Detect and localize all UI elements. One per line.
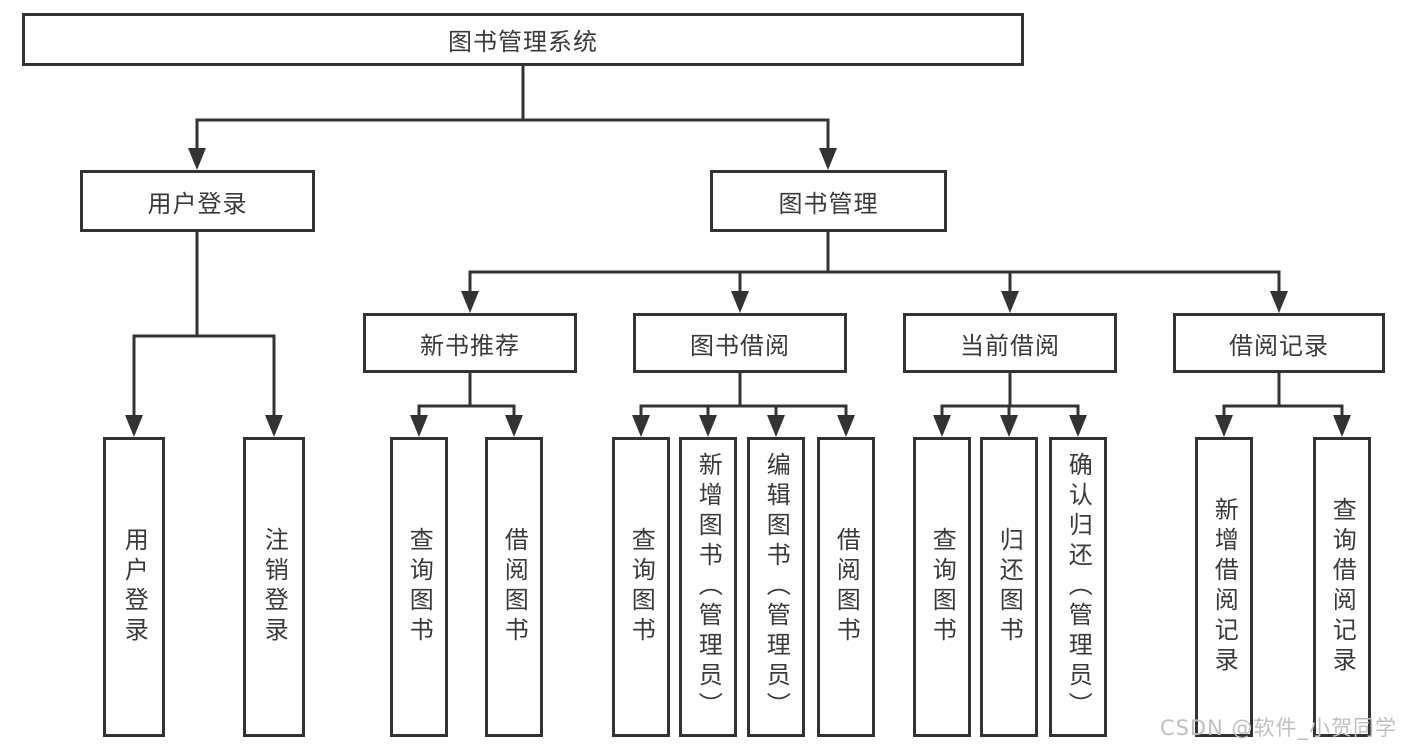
node-book-borrowing: 图书借阅 [633,313,847,373]
node-label: 新书推荐 [420,331,520,360]
node-label: 当前借阅 [960,331,1060,360]
leaf-query-borrow-record: 查询借阅记录 [1313,437,1371,737]
node-label: 注销登录 [260,527,289,647]
leaf-confirm-return-admin: 确认归还（管理员） [1049,437,1107,737]
node-label: 编辑图书（管理员） [762,452,791,722]
node-label: 新增借阅记录 [1210,497,1239,677]
node-borrowing-records: 借阅记录 [1173,313,1385,373]
node-label: 用户登录 [147,189,248,218]
node-label: 图书借阅 [690,331,790,360]
node-label: 借阅图书 [500,527,529,647]
node-user-login: 用户登录 [80,170,315,232]
connector-borrowing-to-leaves [632,373,855,437]
leaf-user-login: 用户登录 [103,437,165,737]
node-label: 借阅记录 [1229,331,1329,360]
leaf-add-borrow-record: 新增借阅记录 [1195,437,1253,737]
connector-root-to-level2 [188,66,837,170]
leaf-query-books-current: 查询图书 [913,437,971,737]
leaf-query-books-borrowing: 查询图书 [612,437,670,737]
leaf-return-books: 归还图书 [980,437,1038,737]
node-label: 用户登录 [120,527,149,647]
node-label: 查询图书 [405,527,434,647]
node-root-system: 图书管理系统 [22,13,1024,66]
node-book-management: 图书管理 [710,170,947,232]
connector-book-mgmt-to-level3 [461,232,1288,313]
leaf-add-books-admin: 新增图书（管理员） [679,437,737,737]
leaf-query-books-recommend: 查询图书 [390,437,448,737]
node-label: 查询图书 [928,527,957,647]
leaf-logout: 注销登录 [243,437,305,737]
node-label: 图书管理 [778,189,879,218]
csdn-watermark: CSDN @软件_小贺同学 [1159,716,1397,740]
connector-current-to-leaves [933,373,1087,437]
node-new-book-recommend: 新书推荐 [363,313,577,373]
node-label: 查询图书 [627,527,656,647]
node-current-borrowing: 当前借阅 [903,313,1117,373]
node-label: 借阅图书 [832,527,861,647]
node-label: 归还图书 [995,527,1024,647]
leaf-borrow-books-recommend: 借阅图书 [485,437,543,737]
node-label: 确认归还（管理员） [1064,452,1093,722]
leaf-edit-books-admin: 编辑图书（管理员） [747,437,805,737]
node-label: 新增图书（管理员） [694,452,723,722]
node-label: 图书管理系统 [448,28,598,56]
connector-recommend-to-leaves [410,373,523,437]
connector-records-to-leaves [1215,373,1351,437]
leaf-borrow-books-borrowing: 借阅图书 [817,437,875,737]
node-label: 查询借阅记录 [1328,497,1357,677]
connector-user-login-to-leaves [125,232,283,437]
